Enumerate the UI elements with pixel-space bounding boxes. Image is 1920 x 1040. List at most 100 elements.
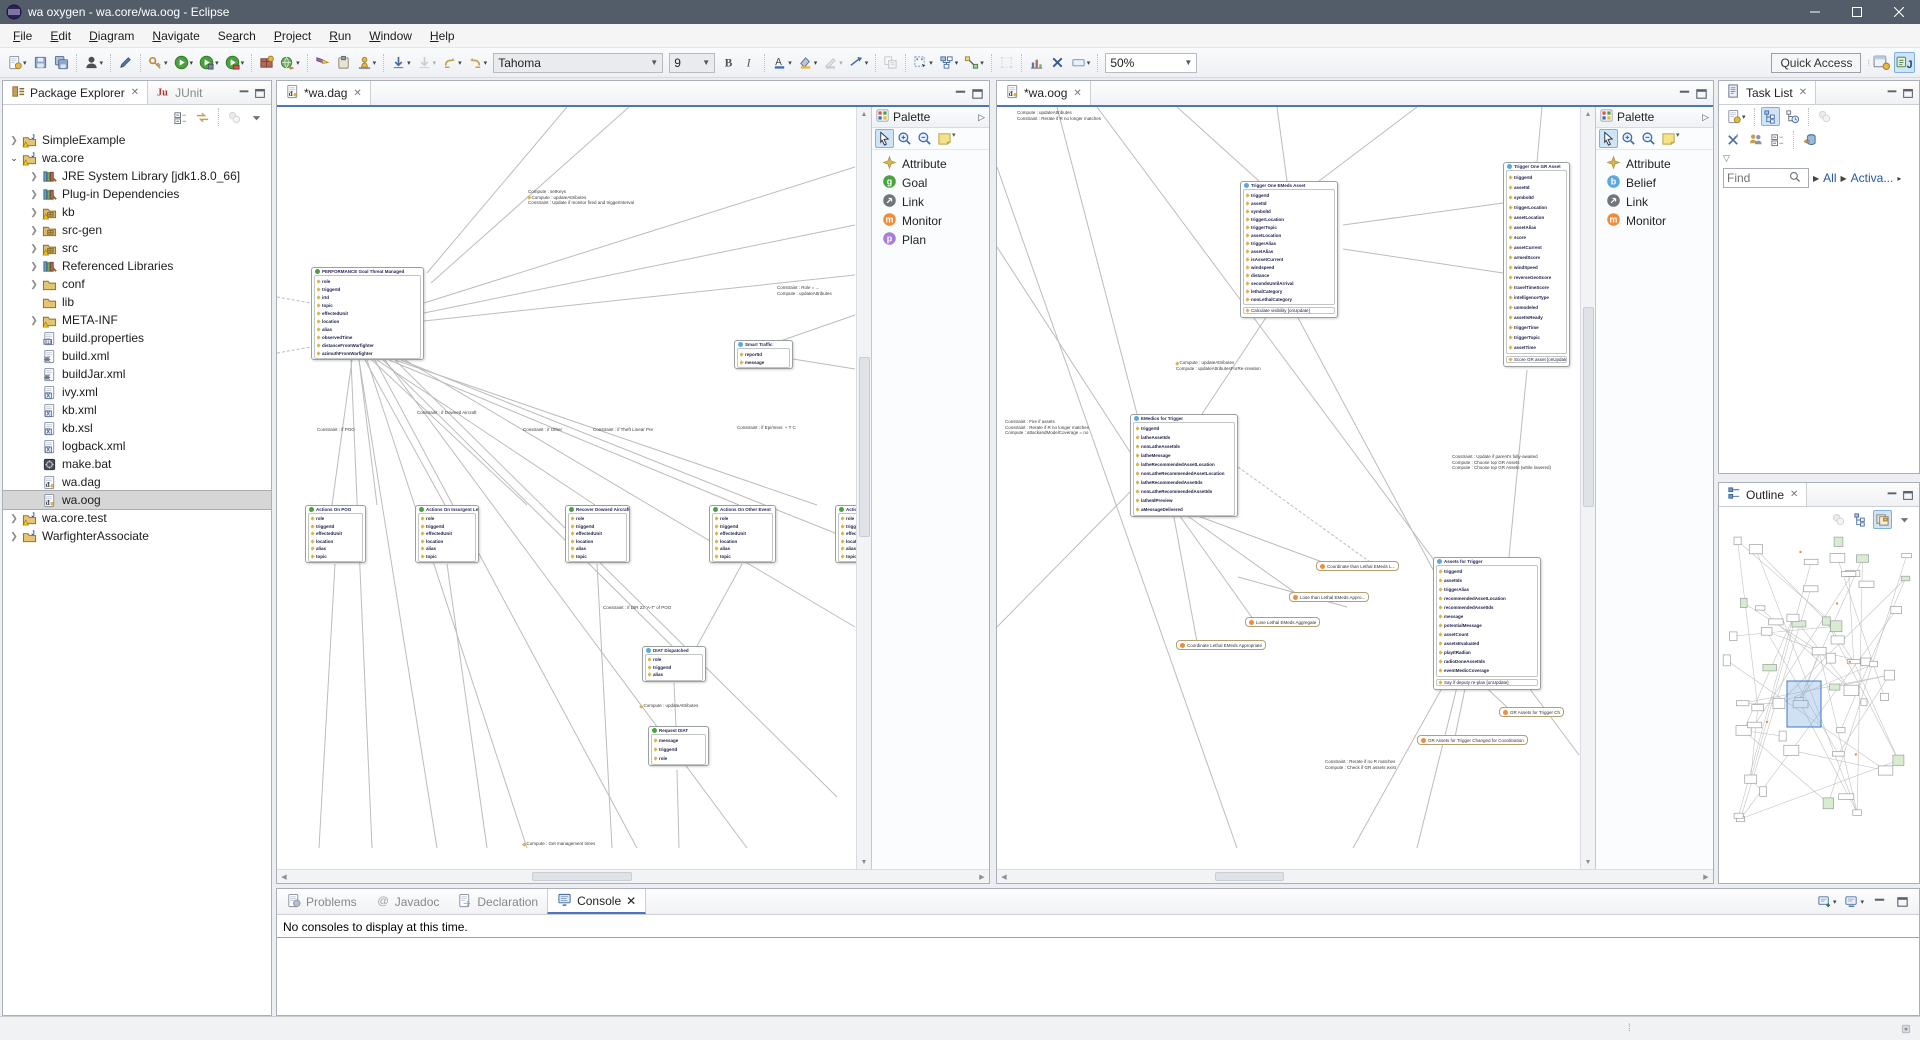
maximize-view-button[interactable] bbox=[1893, 892, 1912, 911]
font-color-button[interactable]: A▾ bbox=[770, 53, 794, 72]
chevron-right-icon[interactable]: ▸ bbox=[1897, 174, 1901, 183]
tree-item-referenced-libraries[interactable]: ❯ Referenced Libraries bbox=[3, 257, 271, 275]
font-size-combo[interactable]: 9▼ bbox=[669, 53, 715, 73]
tree-item-src[interactable]: ❯ src bbox=[3, 239, 271, 257]
debug-run-button[interactable]: ▾ bbox=[197, 53, 221, 72]
diagram-node[interactable]: Request DIAT messagetriggerIdrole bbox=[648, 726, 709, 766]
maximize-view-icon[interactable] bbox=[1901, 86, 1915, 100]
scheduled-view-button[interactable] bbox=[1783, 107, 1802, 126]
tree-item-kb-xsl[interactable]: X kb.xsl bbox=[3, 419, 271, 437]
minimize-view-icon[interactable] bbox=[1677, 86, 1692, 101]
diagram-node[interactable]: EMedics for Trigger triggerIdlatheAssetI… bbox=[1130, 414, 1238, 517]
chevron-down-icon[interactable]: ▽ bbox=[1723, 153, 1730, 164]
zoom-out-tool[interactable] bbox=[1639, 129, 1658, 148]
tab-package-explorer[interactable]: Package Explorer✕ bbox=[3, 81, 148, 104]
tree-item-meta-inf[interactable]: ❯ META-INF bbox=[3, 311, 271, 329]
diagram-node[interactable]: Actions On POO roletriggerIdeffectedUnit… bbox=[305, 505, 366, 563]
diagram-node[interactable]: Trigger One EMeds Asset triggerIdassetId… bbox=[1240, 181, 1338, 318]
minimize-view-icon[interactable] bbox=[953, 86, 968, 101]
tab-declaration[interactable]: Declaration bbox=[448, 889, 547, 914]
maximize-view-icon[interactable] bbox=[1901, 488, 1915, 502]
editor-tab[interactable]: d *wa.oog✕ bbox=[997, 81, 1091, 105]
close-icon[interactable]: ✕ bbox=[1799, 87, 1807, 98]
tree-item-wa-core[interactable]: ⌄ J wa.core bbox=[3, 149, 271, 167]
tree-item-wa-oog[interactable]: d wa.oog bbox=[3, 491, 271, 509]
diagram-pill-node[interactable]: Coordinate Lethal EMeds Appropriate bbox=[1176, 640, 1266, 650]
close-icon[interactable]: ✕ bbox=[353, 88, 361, 99]
filter-people-button[interactable] bbox=[1746, 130, 1765, 149]
sort-filter-button[interactable] bbox=[1027, 53, 1046, 72]
minimize-view-icon[interactable] bbox=[1885, 86, 1899, 100]
new-task-button[interactable]: ▾ bbox=[1724, 107, 1748, 126]
diagram-pill-node[interactable]: Lose than Lethal EMeds Appro... bbox=[1289, 592, 1369, 602]
note-tool[interactable]: ▾ bbox=[1659, 129, 1682, 148]
current-perspective-button[interactable]: J bbox=[1894, 52, 1915, 73]
open-task-button[interactable] bbox=[334, 53, 353, 72]
overview-view-button[interactable] bbox=[1873, 510, 1892, 529]
menu-project[interactable]: Project bbox=[265, 26, 320, 46]
menu-search[interactable]: Search bbox=[209, 26, 265, 46]
tree-item-wa-dag[interactable]: d wa.dag bbox=[3, 473, 271, 491]
synchronize-button[interactable] bbox=[1800, 130, 1819, 149]
tab-console[interactable]: Console✕ bbox=[547, 889, 646, 914]
software-update-button[interactable]: ▾ bbox=[278, 53, 302, 72]
menu-navigate[interactable]: Navigate bbox=[143, 26, 208, 46]
tab-junit[interactable]: Ju JUnit bbox=[148, 81, 210, 104]
outline-thumbnail[interactable] bbox=[1719, 531, 1919, 883]
horizontal-scrollbar[interactable]: ◀▶ bbox=[997, 869, 1713, 883]
quick-access-button[interactable]: Quick Access bbox=[1771, 53, 1861, 73]
diagram-node[interactable]: Actions On Theft Linear roletriggerIdeff… bbox=[835, 505, 856, 563]
tree-item-src-gen[interactable]: ❯ src-gen bbox=[3, 221, 271, 239]
palette-item-goal[interactable]: gGoal bbox=[872, 173, 989, 192]
mark-occurrences-button[interactable] bbox=[116, 53, 135, 72]
next-annotation-button[interactable]: ▾ bbox=[389, 53, 413, 72]
italic-button[interactable]: I bbox=[740, 53, 759, 72]
tree-item-plug-in-dependencies[interactable]: ❯ Plug-in Dependencies bbox=[3, 185, 271, 203]
zoom-out-tool[interactable] bbox=[915, 129, 934, 148]
palette-item-link[interactable]: Link bbox=[1596, 192, 1713, 211]
close-icon[interactable]: ✕ bbox=[1073, 88, 1081, 99]
tree-item-ivy-xml[interactable]: X ivy.xml bbox=[3, 383, 271, 401]
delete-from-diagram-button[interactable] bbox=[1048, 53, 1067, 72]
menu-edit[interactable]: Edit bbox=[41, 26, 80, 46]
diagram-pill-node[interactable]: GR Assets for Trigger Changed for Coordi… bbox=[1417, 735, 1528, 745]
coverage-run-button[interactable]: ▾ bbox=[223, 53, 247, 72]
palette-item-belief[interactable]: bBelief bbox=[1596, 173, 1713, 192]
maximize-button[interactable] bbox=[1836, 0, 1878, 24]
task-list-link[interactable]: Activa... bbox=[1851, 171, 1894, 185]
horizontal-scrollbar[interactable]: ◀▶ bbox=[277, 869, 989, 883]
menu-file[interactable]: File bbox=[4, 26, 41, 46]
arrow-style-button[interactable]: ▾ bbox=[847, 53, 871, 72]
tree-item-conf[interactable]: ❯ conf bbox=[3, 275, 271, 293]
palette-item-link[interactable]: Link bbox=[872, 192, 989, 211]
user-profile-button[interactable]: ▾ bbox=[82, 53, 106, 72]
fill-color-button[interactable]: ▾ bbox=[796, 53, 820, 72]
editor-tab[interactable]: d *wa.dag✕ bbox=[277, 81, 371, 105]
font-name-combo[interactable]: Tahoma▼ bbox=[493, 53, 663, 73]
tree-item-buildjar-xml[interactable]: buildJar.xml bbox=[3, 365, 271, 383]
diagram-node[interactable]: Actions On Insurgent Leader roletriggerI… bbox=[415, 505, 479, 563]
diagram-node[interactable]: Actions On Other Event roletriggerIdeffe… bbox=[709, 505, 776, 563]
view-menu-button[interactable] bbox=[1895, 510, 1914, 529]
collapse-all-button[interactable] bbox=[171, 108, 190, 127]
tree-item-logback-xml[interactable]: X logback.xml bbox=[3, 437, 271, 455]
arrange-all-button[interactable]: ▾ bbox=[937, 53, 961, 72]
tree-item-build-xml[interactable]: build.xml bbox=[3, 347, 271, 365]
zoom-in-tool[interactable] bbox=[1619, 129, 1638, 148]
palette-item-attribute[interactable]: Attribute bbox=[1596, 154, 1713, 173]
expand-icon[interactable]: ▶ bbox=[1841, 174, 1847, 183]
note-tool[interactable]: ▾ bbox=[935, 129, 958, 148]
maximize-view-icon[interactable] bbox=[1694, 86, 1709, 101]
select-tool[interactable] bbox=[1599, 129, 1618, 148]
open-perspective-button[interactable] bbox=[1871, 52, 1892, 73]
menu-window[interactable]: Window bbox=[360, 26, 421, 46]
minimize-view-button[interactable] bbox=[1870, 892, 1889, 911]
forward-history-button[interactable]: ▾ bbox=[466, 53, 490, 72]
diagram-node[interactable]: Recover Downed Aircraft roletriggerIdeff… bbox=[565, 505, 630, 563]
diagram-canvas[interactable]: Trigger One EMeds Asset triggerIdassetId… bbox=[997, 107, 1580, 869]
menu-diagram[interactable]: Diagram bbox=[80, 26, 143, 46]
bold-button[interactable]: B bbox=[719, 53, 738, 72]
diagram-node[interactable]: Assets for Trigger triggerIdassetIdstrig… bbox=[1433, 557, 1541, 690]
minimize-button[interactable] bbox=[1794, 0, 1836, 24]
expand-icon[interactable]: ▶ bbox=[1813, 174, 1819, 183]
